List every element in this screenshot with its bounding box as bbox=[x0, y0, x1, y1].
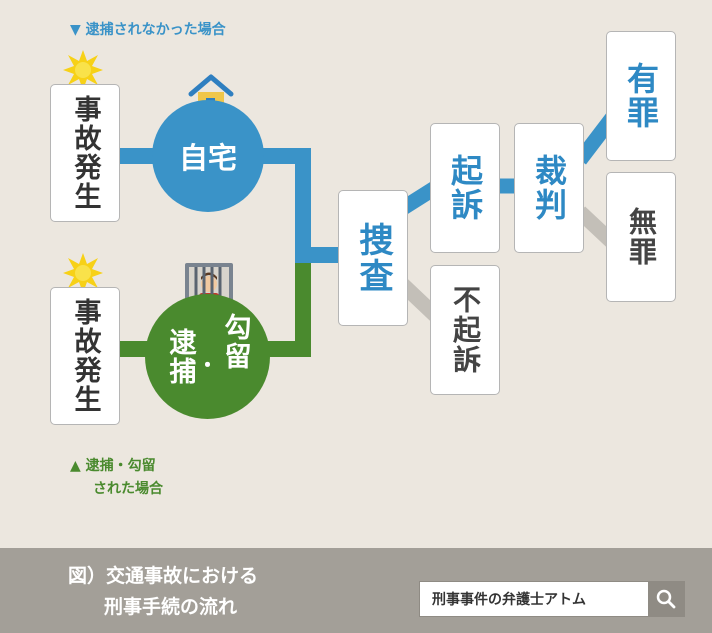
arrest-label: 逮捕 bbox=[164, 327, 196, 386]
accident-box-top: 事故発生 bbox=[50, 84, 120, 222]
not-arrested-label: ▼ 逮捕されなかった場合 bbox=[70, 22, 226, 38]
home-circle: 自宅 bbox=[152, 100, 264, 212]
detention-label: 勾留 bbox=[219, 312, 251, 371]
arrest-circle: 逮捕 ・ 勾留 bbox=[145, 294, 270, 419]
home-label: 自宅 bbox=[178, 141, 237, 175]
prosecution-box: 起訴 bbox=[430, 123, 500, 253]
investigation-label: 捜査 bbox=[353, 222, 393, 294]
prosecution-label: 起訴 bbox=[446, 154, 484, 222]
non-prosecution-box: 不起訴 bbox=[430, 265, 500, 395]
guilty-box: 有罪 bbox=[606, 31, 676, 161]
accident-label: 事故発生 bbox=[69, 298, 101, 414]
non-prosecution-label: 不起訴 bbox=[449, 285, 482, 375]
not-guilty-label: 無罪 bbox=[625, 207, 658, 267]
arrested-label-line1: ▲ 逮捕・勾留 bbox=[70, 458, 156, 474]
arrest-dot: ・ bbox=[197, 353, 218, 377]
search-button[interactable] bbox=[648, 582, 684, 616]
accident-label: 事故発生 bbox=[69, 95, 101, 211]
guilty-label: 有罪 bbox=[622, 62, 660, 130]
star-burst-icon bbox=[63, 253, 103, 293]
caption-line1: 図）交通事故における bbox=[68, 565, 259, 587]
star-burst-icon bbox=[63, 50, 103, 90]
accident-box-bottom: 事故発生 bbox=[50, 287, 120, 425]
trial-label: 裁判 bbox=[530, 154, 568, 222]
investigation-box: 捜査 bbox=[338, 190, 408, 326]
search-box[interactable]: 刑事事件の弁護士アトム bbox=[419, 581, 685, 617]
search-input[interactable]: 刑事事件の弁護士アトム bbox=[432, 592, 586, 608]
not-guilty-box: 無罪 bbox=[606, 172, 676, 302]
trial-box: 裁判 bbox=[514, 123, 584, 253]
arrested-label-line2: された場合 bbox=[93, 481, 163, 497]
caption-line2: 刑事手続の流れ bbox=[104, 596, 238, 618]
search-icon bbox=[656, 589, 676, 609]
